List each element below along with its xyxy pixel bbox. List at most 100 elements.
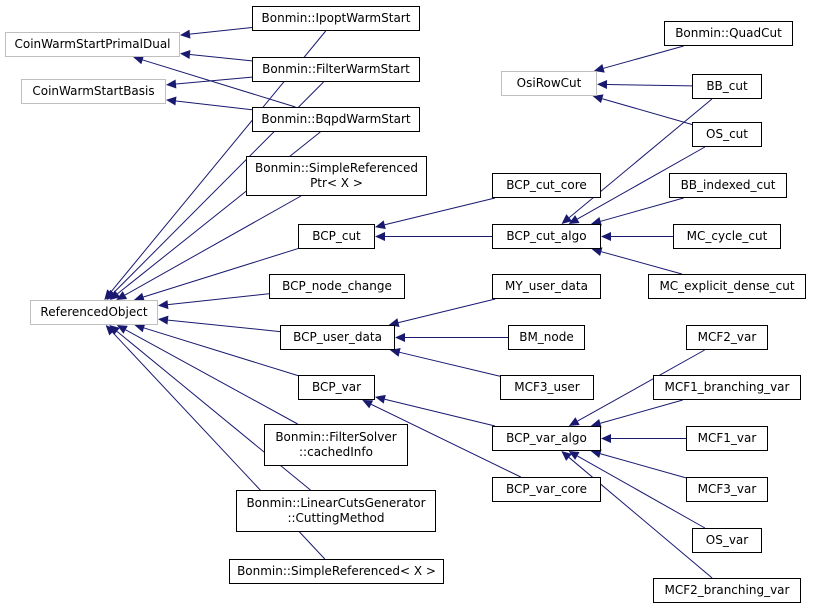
edge-mcf2br-to-bcpvaralgo	[568, 457, 713, 579]
node-label: BCP_user_data	[293, 330, 382, 344]
edge-bcpvar-to-refobj	[143, 327, 299, 377]
edge-bcpcut-to-refobj	[143, 248, 299, 298]
node-label: OS_cut	[706, 127, 748, 141]
node-bcp-var-algo[interactable]: BCP_var_algo	[492, 426, 601, 451]
node-label: MCF3_user	[514, 380, 580, 394]
node-mcf1-var[interactable]: MCF1_var	[686, 426, 768, 451]
arrowhead-bcpcut	[375, 220, 386, 230]
edge-bbcut-to-bcpcutalgo	[568, 98, 713, 218]
edge-filterws-to-cwspd	[189, 54, 253, 62]
node-bcp-cut-core[interactable]: BCP_cut_core	[492, 173, 601, 198]
edge-ipopt-to-cwspd	[189, 26, 253, 35]
node-label: MCF3_var	[697, 482, 757, 496]
arrowhead-bcpcutalgo	[561, 214, 573, 224]
edge-bbcut-to-osirowcut	[606, 83, 693, 87]
node-bcp-var-core[interactable]: BCP_var_core	[492, 477, 601, 502]
node-label: Bonmin::FilterWarmStart	[262, 62, 410, 76]
arrowhead-refobj	[116, 291, 128, 300]
arrowhead-bcpcutalgo	[601, 232, 611, 241]
edge-mcf2var-to-bcpvaralgo	[577, 349, 705, 422]
node-coin-warm-start-primal-dual[interactable]: CoinWarmStartPrimalDual	[5, 32, 180, 57]
arrowhead-bcpcutalgo	[590, 216, 602, 226]
node-label: MY_user_data	[505, 279, 588, 293]
edge-bcpuser-to-refobj	[167, 319, 281, 333]
node-bcp-var[interactable]: BCP_var	[298, 375, 375, 400]
node-label: Bonmin::IpoptWarmStart	[261, 11, 411, 25]
edge-osvar-to-bcpvaralgo	[577, 455, 706, 529]
node-label: BCP_var_core	[505, 482, 588, 496]
edge-mcf3user-to-bcpuser	[399, 351, 501, 377]
node-label: MC_cycle_cut	[686, 229, 768, 243]
node-label: CoinWarmStartBasis	[32, 84, 155, 98]
node-filter-solver-cached-info[interactable]: Bonmin::FilterSolver ::cachedInfo	[264, 424, 408, 466]
node-my-user-data[interactable]: MY_user_data	[492, 274, 601, 299]
node-label: BCP_node_change	[282, 279, 392, 293]
arrowhead-refobj	[105, 325, 116, 336]
node-bm-node[interactable]: BM_node	[508, 325, 585, 350]
node-filter-warm-start[interactable]: Bonmin::FilterWarmStart	[252, 57, 420, 82]
node-label: BCP_cut_core	[506, 178, 587, 192]
arrowhead-cwspd	[180, 29, 191, 39]
arrowhead-bcpuser	[388, 318, 400, 328]
node-bcp-cut-algo[interactable]: BCP_cut_algo	[492, 224, 601, 249]
node-bqpd-warm-start[interactable]: Bonmin::BqpdWarmStart	[252, 107, 420, 132]
node-mc-explicit-dense-cut[interactable]: MC_explicit_dense_cut	[648, 274, 806, 299]
node-coin-warm-start-basis[interactable]: CoinWarmStartBasis	[21, 79, 166, 104]
arrowhead-refobj	[133, 292, 145, 302]
arrowhead-refobj	[109, 290, 121, 300]
node-label: BB_indexed_cut	[680, 178, 776, 192]
edge-bqpd-to-cwsb	[175, 100, 253, 111]
edge-bcpvarcore-to-bcpvar	[371, 403, 521, 478]
edge-simpleptr-to-refobj	[124, 195, 302, 296]
edge-oscut-to-osirowcut	[602, 98, 693, 125]
node-bcp-cut[interactable]: BCP_cut	[298, 224, 375, 249]
node-bb-indexed-cut[interactable]: BB_indexed_cut	[669, 173, 787, 198]
node-simple-referenced-ptr[interactable]: Bonmin::SimpleReferenced Ptr< X >	[246, 156, 427, 196]
node-label: BB_cut	[706, 79, 748, 93]
node-label: MCF1_branching_var	[664, 380, 790, 394]
edge-filtersolver-to-refobj	[125, 329, 298, 425]
node-label: BCP_var_algo	[506, 431, 587, 445]
arrowhead-osirowcut	[593, 63, 605, 73]
node-label: MCF1_var	[697, 431, 757, 445]
node-mcf1-branching-var[interactable]: MCF1_branching_var	[653, 375, 801, 400]
node-label: BCP_cut_algo	[506, 229, 587, 243]
arrowhead-cwspd	[180, 50, 191, 59]
node-mc-cycle-cut[interactable]: MC_cycle_cut	[673, 224, 781, 249]
node-label: Bonmin::BqpdWarmStart	[261, 112, 411, 126]
node-os-var[interactable]: OS_var	[692, 528, 762, 553]
arrowhead-refobj	[106, 289, 117, 300]
arrowhead-refobj	[116, 325, 128, 334]
edge-bbidx-to-bcpcutalgo	[600, 197, 684, 222]
edge-mcexplicit-to-bcpcutalgo	[601, 251, 683, 275]
node-simple-referenced[interactable]: Bonmin::SimpleReferenced< X >	[229, 559, 444, 584]
node-label: MCF2_branching_var	[664, 583, 790, 597]
node-referenced-object[interactable]: ReferencedObject	[30, 300, 158, 325]
node-label: OsiRowCut	[516, 76, 582, 90]
node-os-cut[interactable]: OS_cut	[692, 122, 762, 147]
arrowhead-bcpcutalgo	[568, 215, 580, 224]
arrowhead-bcpvaralgo	[590, 418, 602, 428]
node-mcf3-user[interactable]: MCF3_user	[500, 375, 594, 400]
node-label: OS_var	[705, 533, 749, 547]
node-ipopt-warm-start[interactable]: Bonmin::IpoptWarmStart	[252, 6, 420, 31]
node-linear-cuts-generator-cutting-method[interactable]: Bonmin::LinearCutsGenerator ::CuttingMet…	[236, 490, 436, 532]
node-quad-cut[interactable]: Bonmin::QuadCut	[664, 21, 793, 46]
node-bcp-node-change[interactable]: BCP_node_change	[269, 274, 405, 299]
arrowhead-bcpvaralgo	[561, 451, 572, 461]
node-bcp-user-data[interactable]: BCP_user_data	[280, 325, 395, 350]
node-label: Bonmin::FilterSolver ::cachedInfo	[275, 430, 397, 459]
arrowhead-osirowcut	[592, 94, 604, 104]
arrowhead-bcpvaralgo	[601, 434, 611, 443]
node-mcf2-branching-var[interactable]: MCF2_branching_var	[653, 578, 801, 603]
node-mcf2-var[interactable]: MCF2_var	[686, 325, 768, 350]
arrowhead-bcpvaralgo	[590, 449, 602, 459]
node-mcf3-var[interactable]: MCF3_var	[686, 477, 768, 502]
arrowhead-bcpcut	[375, 232, 385, 241]
node-label: BM_node	[519, 330, 574, 344]
edge-lincuts-to-refobj	[116, 330, 311, 491]
node-osi-row-cut[interactable]: OsiRowCut	[501, 71, 597, 96]
node-bb-cut[interactable]: BB_cut	[692, 74, 762, 99]
arrowhead-bcpvaralgo	[568, 417, 580, 426]
